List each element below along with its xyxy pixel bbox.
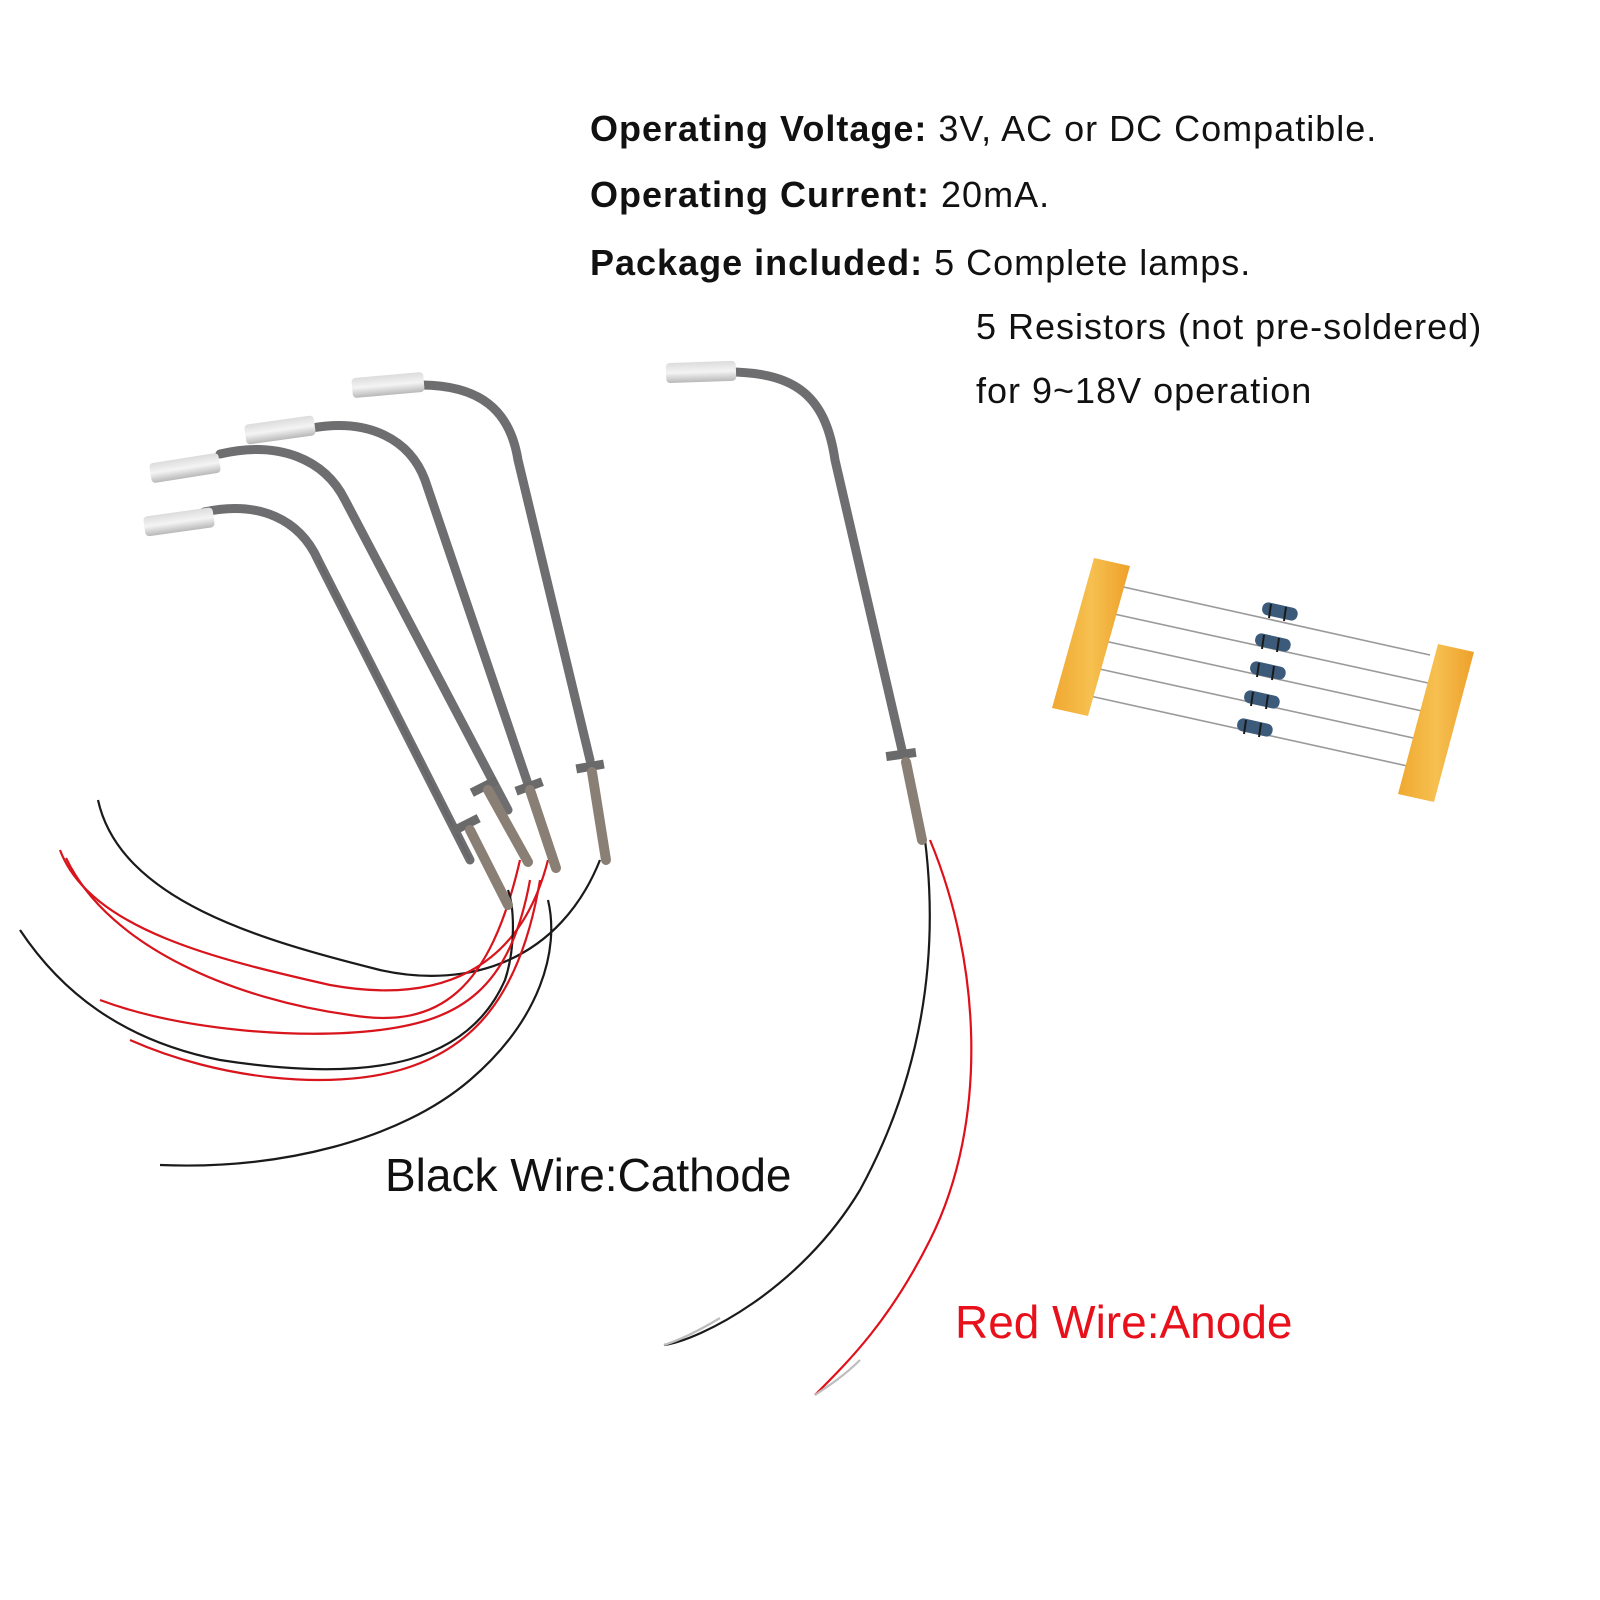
resistor-bands bbox=[1243, 603, 1287, 738]
street-lamp bbox=[244, 415, 561, 873]
street-lamp bbox=[149, 445, 533, 867]
black-wire bbox=[159, 899, 553, 1167]
red-wire bbox=[814, 839, 973, 1396]
spec-package-line: 5 Resistors (not pre-soldered) bbox=[976, 306, 1483, 347]
spec-current-value: 20mA. bbox=[941, 174, 1051, 215]
resistor-body bbox=[1237, 602, 1298, 737]
resistor-strip bbox=[1052, 558, 1474, 802]
spec-voltage-label: Operating Voltage: bbox=[590, 108, 928, 149]
street-lamp bbox=[351, 372, 611, 865]
street-lamp bbox=[143, 504, 513, 910]
red-wire-label: Red Wire:Anode bbox=[955, 1296, 1293, 1348]
red-wire bbox=[99, 879, 532, 1035]
black-wire bbox=[96, 799, 602, 977]
black-wire bbox=[663, 839, 931, 1347]
black-wire-label: Black Wire:Cathode bbox=[385, 1149, 792, 1201]
spec-current-label: Operating Current: bbox=[590, 174, 931, 215]
spec-package-label: Package included: bbox=[590, 242, 924, 283]
wire-stripped-end bbox=[814, 1359, 861, 1396]
spec-current: Operating Current: 20mA. bbox=[590, 174, 1050, 216]
wire-stripped-end bbox=[663, 1317, 721, 1347]
spec-voltage: Operating Voltage: 3V, AC or DC Compatib… bbox=[590, 108, 1377, 150]
tape-left bbox=[1052, 558, 1130, 716]
lamp-group-wires bbox=[19, 799, 602, 1167]
tape-right bbox=[1398, 644, 1474, 802]
red-wire bbox=[129, 879, 542, 1082]
red-wire bbox=[65, 857, 522, 1020]
spec-package-line: for 9~18V operation bbox=[976, 370, 1313, 411]
spec-package: Package included: 5 Complete lamps. bbox=[590, 242, 1251, 284]
spec-package-line: 5 Complete lamps. bbox=[934, 242, 1252, 283]
resistor-leads bbox=[1089, 583, 1431, 768]
red-wire bbox=[58, 849, 550, 992]
black-wire bbox=[19, 889, 514, 1071]
spec-voltage-value: 3V, AC or DC Compatible. bbox=[938, 108, 1378, 149]
street-lamp bbox=[665, 360, 927, 845]
